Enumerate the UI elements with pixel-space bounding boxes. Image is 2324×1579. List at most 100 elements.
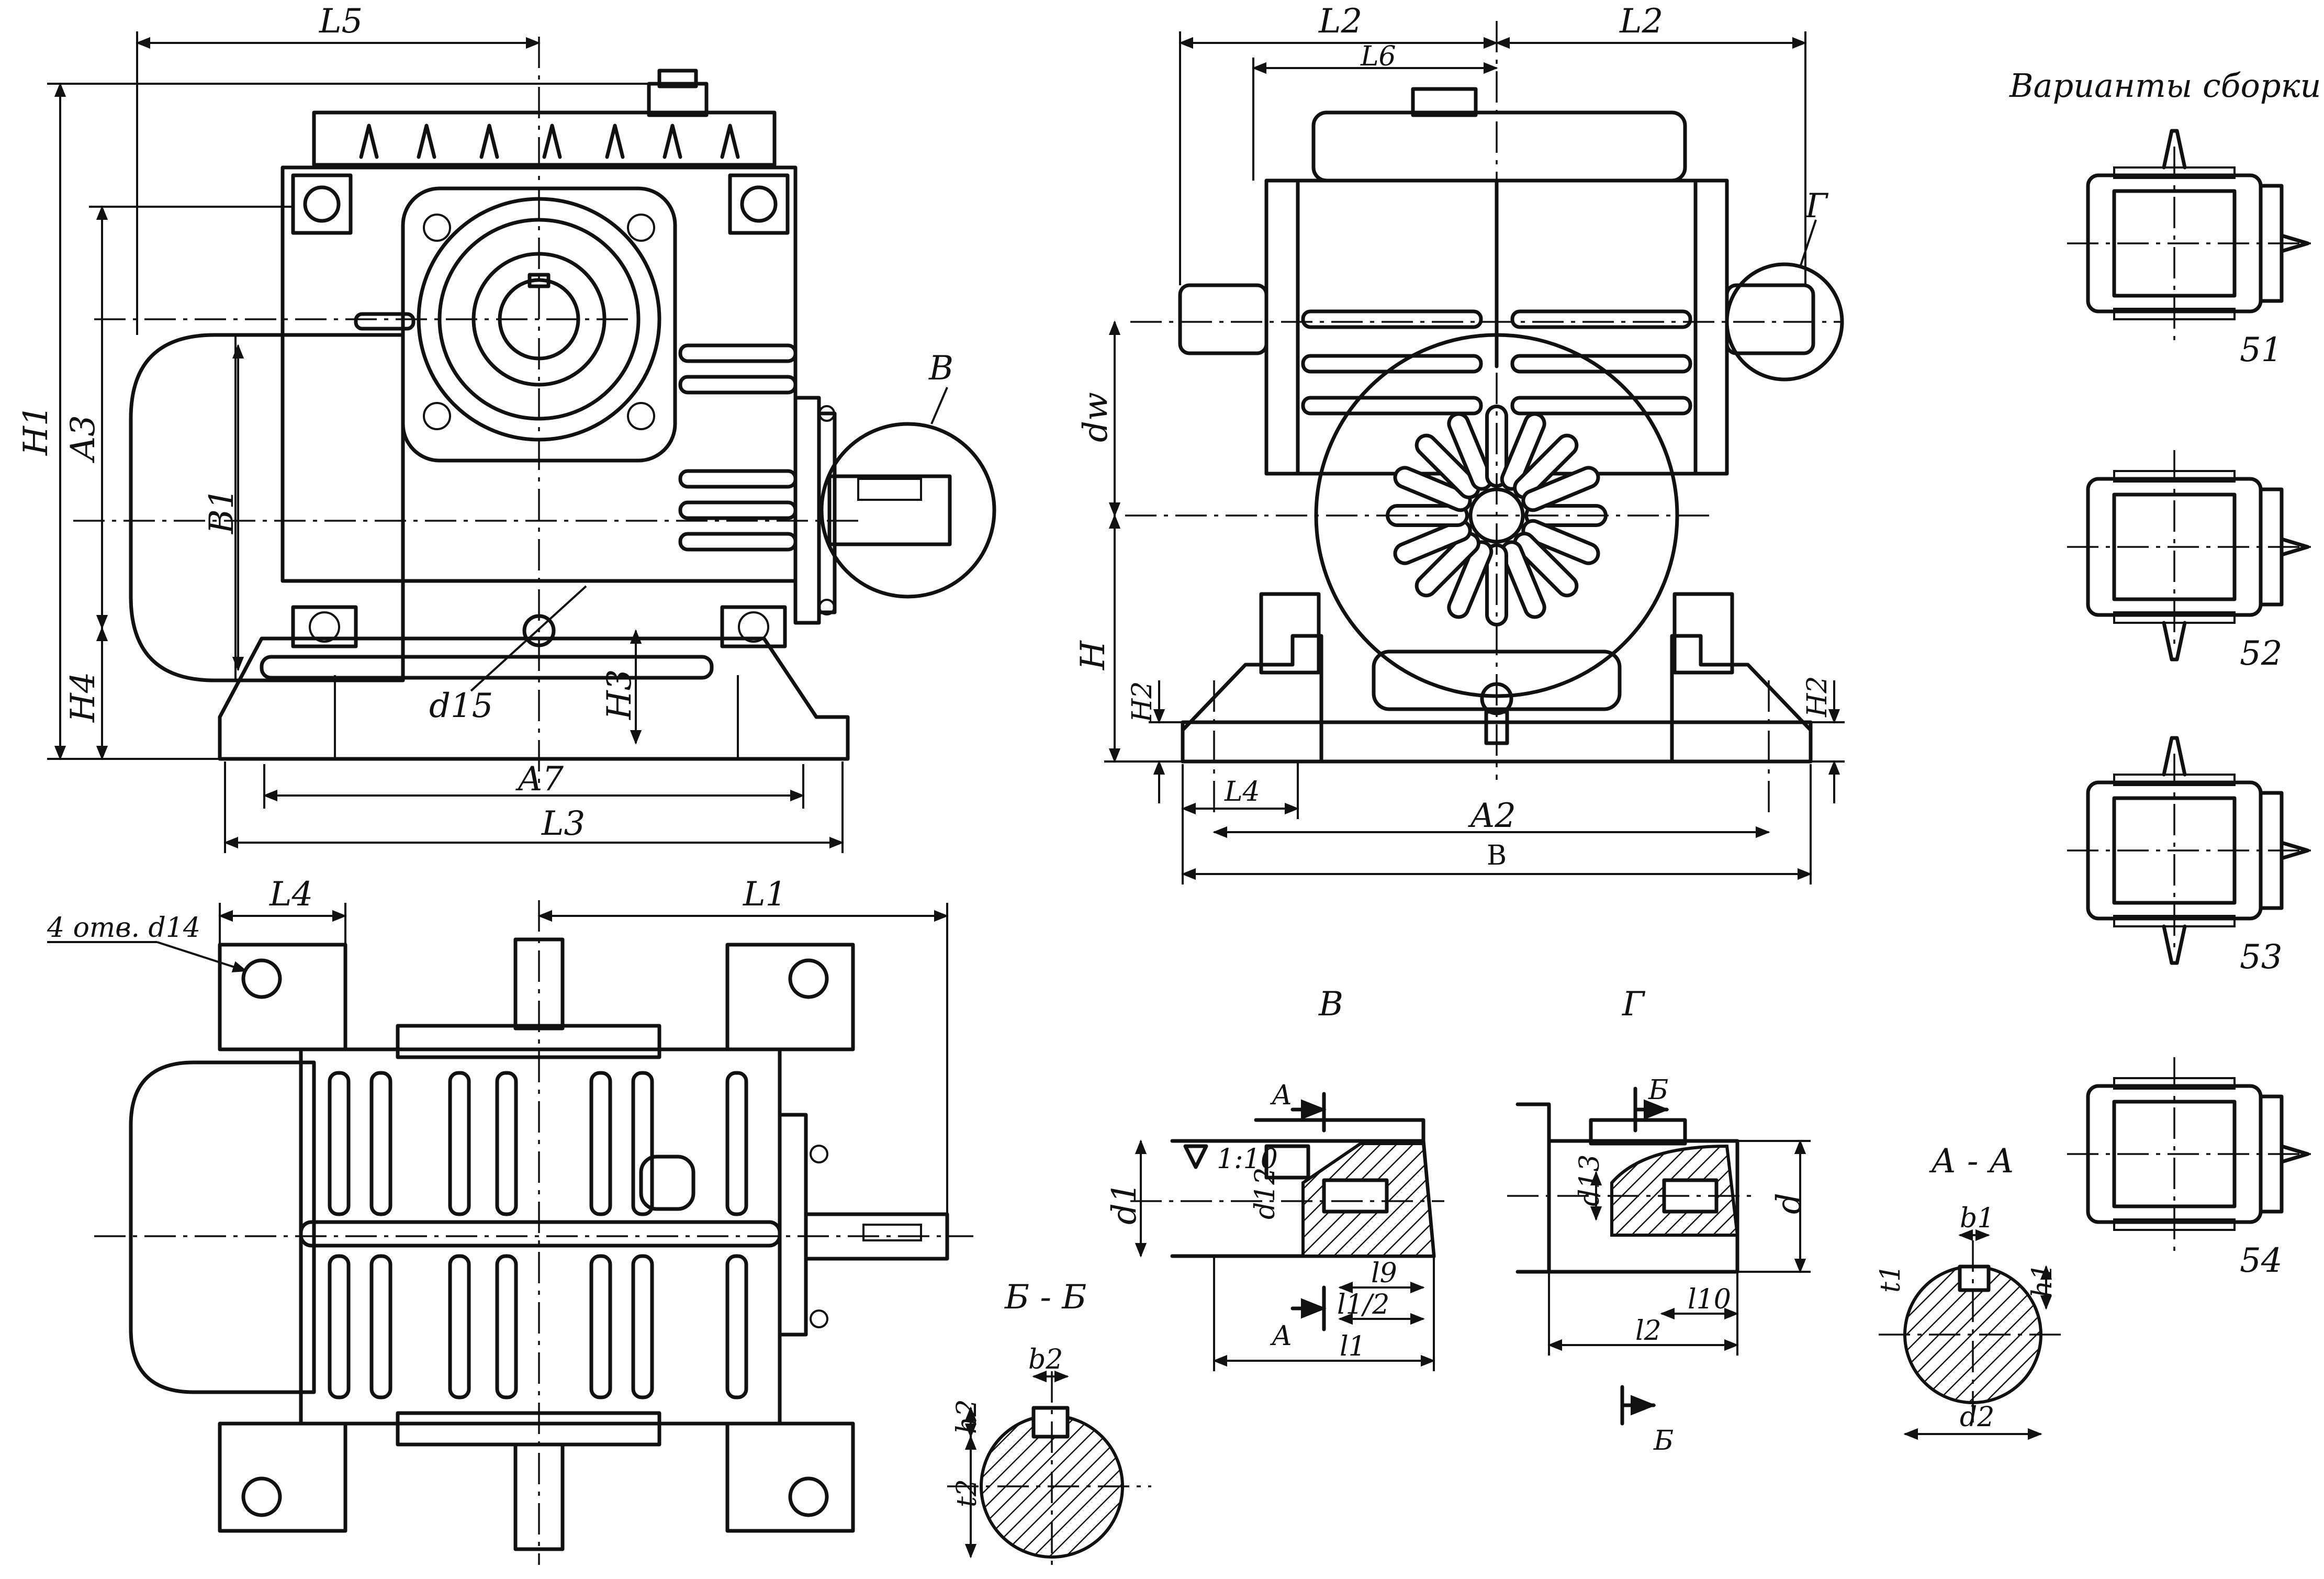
front-view: Г L2 L2 L6 dw H	[1074, 2, 1845, 884]
plan-rib	[631, 1071, 654, 1216]
variant-number: 51	[2240, 331, 2282, 369]
variant-54: 54	[2067, 1057, 2313, 1280]
plan-rib	[448, 1071, 471, 1216]
dim-H: H	[1074, 640, 1113, 670]
variants-title: Варианты сборки	[2009, 66, 2321, 105]
side-view: В L5 H1 A3 B1 H4 H3 d15 A7 L3	[17, 2, 996, 853]
dim-B: B	[1487, 840, 1507, 871]
output-shaft-stub-top	[2162, 129, 2187, 170]
motor-body	[129, 333, 405, 682]
variant-53: 53	[2067, 736, 2313, 977]
dim-dw: dw	[1076, 392, 1115, 442]
plan-vent-plug	[639, 1155, 695, 1211]
dim-l10: l10	[1688, 1284, 1731, 1315]
dim-d13: d13	[1574, 1155, 1606, 1206]
detail-v: В 1:10 А А d1 d12 l9 l1/2 l1	[1105, 985, 1444, 1371]
detail-v-circle	[819, 422, 996, 599]
section-bb-title: Б - Б	[1004, 1278, 1086, 1317]
dim-B1: B1	[203, 488, 241, 534]
plan-motor-body	[129, 1060, 316, 1394]
plan-rib	[589, 1254, 612, 1399]
holes-note: 4 отв. d14	[47, 912, 200, 944]
taper-label: 1:10	[1217, 1144, 1278, 1175]
dim-d2: d2	[1960, 1402, 1994, 1433]
front-top-cover	[1311, 110, 1687, 183]
section-a-bottom: А	[1270, 1320, 1292, 1352]
dim-l9: l9	[1371, 1258, 1397, 1289]
plan-base-top	[218, 943, 347, 1051]
dim-L3: L3	[541, 804, 585, 843]
dim-d15: d15	[429, 687, 493, 725]
dim-L4-front: L4	[1224, 776, 1260, 808]
plan-rib	[369, 1071, 392, 1216]
detail-g-title: Г	[1622, 985, 1646, 1024]
dim-H4: H4	[64, 671, 103, 723]
dim-b1: b1	[1960, 1203, 1994, 1234]
dim-b2: b2	[1028, 1344, 1063, 1375]
dim-L2-left: L2	[1318, 2, 1362, 41]
output-shaft-right	[1725, 283, 1815, 355]
section-bb: Б - Б b2 h2 t2	[947, 1278, 1151, 1570]
variant-51: 51	[2067, 129, 2313, 369]
output-shaft-left	[1178, 283, 1268, 355]
detail-g: Г Б Б d13 d l10 l2	[1507, 985, 1811, 1457]
plan-rib	[725, 1071, 748, 1216]
dim-A2: A2	[1468, 797, 1516, 835]
detail-v-callout: В	[928, 349, 953, 388]
variant-52: 52	[2067, 450, 2313, 673]
front-base	[1181, 634, 1323, 764]
dim-l1: l1	[1340, 1331, 1366, 1362]
cover-ribs	[359, 124, 740, 159]
plan-ribs	[328, 1071, 748, 1399]
section-a-top: А	[1270, 1080, 1292, 1111]
plan-rib	[448, 1254, 471, 1399]
variant-number: 52	[2240, 634, 2282, 673]
input-flange	[793, 396, 821, 625]
dim-h2: h2	[951, 1399, 983, 1434]
output-shaft-stub-bottom	[2162, 621, 2187, 662]
plan-view: L4 L1 4 отв. d14	[47, 875, 973, 1565]
plan-rib	[589, 1071, 612, 1216]
dim-L6: L6	[1360, 41, 1396, 72]
plan-rib	[725, 1254, 748, 1399]
section-b-bottom: Б	[1653, 1425, 1674, 1457]
dim-H1: H1	[17, 405, 55, 456]
dim-H3: H3	[600, 669, 639, 720]
side-cooling-ribs	[354, 312, 798, 552]
output-shaft-stub-bottom	[2162, 924, 2187, 965]
dim-H2-right: H2	[1802, 676, 1833, 718]
side-base	[218, 636, 850, 761]
front-cooling-ribs	[1301, 309, 1692, 416]
plan-rib	[369, 1254, 392, 1399]
dim-L4-plan: L4	[269, 875, 313, 914]
section-aa: А - А b1 t1 h1 d2	[1875, 1142, 2067, 1440]
plan-rib	[328, 1071, 351, 1216]
dim-A3: A3	[64, 415, 103, 463]
dim-d1: d1	[1105, 1182, 1144, 1225]
plan-rib	[328, 1254, 351, 1399]
dim-l1-half: l1/2	[1337, 1289, 1389, 1320]
plan-rib	[631, 1254, 654, 1399]
dim-L2-right: L2	[1619, 2, 1663, 41]
dim-t2: t2	[951, 1479, 983, 1507]
assembly-variants: Варианты сборки 51 52 53 54	[2009, 66, 2321, 1280]
top-cover	[312, 110, 777, 167]
variant-number: 53	[2240, 938, 2282, 977]
dim-h1: h1	[2027, 1263, 2058, 1298]
detail-g-callout: Г	[1805, 187, 1829, 226]
plan-rib	[495, 1254, 518, 1399]
dim-d: d	[1770, 1193, 1809, 1214]
vent-plug	[647, 82, 709, 117]
variant-number: 54	[2240, 1241, 2282, 1280]
dim-d12: d12	[1250, 1168, 1281, 1219]
section-b-top: Б	[1648, 1074, 1668, 1106]
detail-v-title: В	[1318, 985, 1343, 1024]
dim-A7: A7	[515, 760, 564, 799]
dim-l2: l2	[1635, 1315, 1661, 1347]
dim-L5: L5	[319, 2, 363, 41]
plan-rib	[495, 1071, 518, 1216]
variant-list: 51 52 53 54	[2067, 129, 2313, 1280]
dim-L1: L1	[743, 875, 787, 914]
